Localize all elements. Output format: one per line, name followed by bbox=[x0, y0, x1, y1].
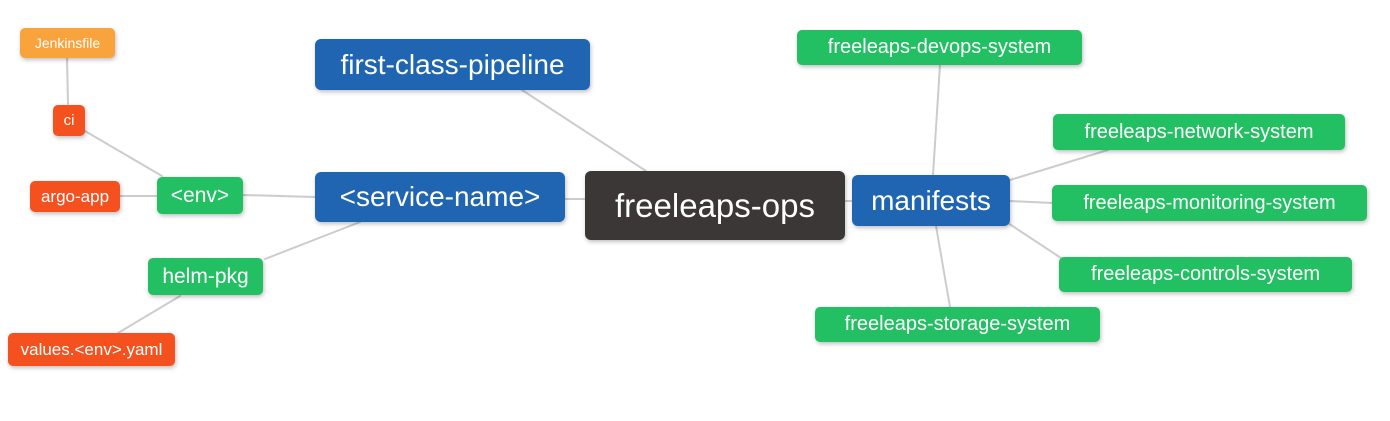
edge-pipeline-ops bbox=[521, 89, 647, 172]
node-manifests[interactable]: manifests bbox=[852, 175, 1010, 226]
edge-manifests-storage bbox=[935, 225, 951, 308]
edge-env-servicename bbox=[242, 194, 316, 198]
edge-manifests-network bbox=[1009, 149, 1109, 181]
node-service-name[interactable]: <service-name> bbox=[315, 172, 565, 222]
edge-helmpkg-servicename bbox=[264, 221, 361, 260]
edge-jenkinsfile-ci bbox=[66, 57, 69, 105]
edge-values-helmpkg bbox=[117, 295, 181, 334]
edge-manifests-monitoring bbox=[1009, 200, 1053, 204]
edge-manifests-devops bbox=[932, 64, 941, 176]
node-freeleaps-ops-root[interactable]: freeleaps-ops bbox=[585, 171, 845, 240]
node-first-class-pipeline[interactable]: first-class-pipeline bbox=[315, 39, 590, 90]
node-values-env-yaml[interactable]: values.<env>.yaml bbox=[8, 333, 175, 366]
node-env[interactable]: <env> bbox=[157, 177, 243, 214]
node-argo-app[interactable]: argo-app bbox=[30, 181, 120, 212]
node-monitoring-system[interactable]: freeleaps-monitoring-system bbox=[1052, 185, 1367, 221]
node-ci[interactable]: ci bbox=[53, 105, 85, 136]
node-network-system[interactable]: freeleaps-network-system bbox=[1053, 114, 1345, 150]
edge-manifests-controls bbox=[1007, 222, 1062, 259]
node-helm-pkg[interactable]: helm-pkg bbox=[148, 258, 263, 295]
node-jenkinsfile[interactable]: Jenkinsfile bbox=[20, 28, 115, 58]
node-controls-system[interactable]: freeleaps-controls-system bbox=[1059, 257, 1352, 292]
node-storage-system[interactable]: freeleaps-storage-system bbox=[815, 307, 1100, 342]
node-devops-system[interactable]: freeleaps-devops-system bbox=[797, 30, 1082, 65]
edge-ci-env bbox=[84, 130, 163, 177]
